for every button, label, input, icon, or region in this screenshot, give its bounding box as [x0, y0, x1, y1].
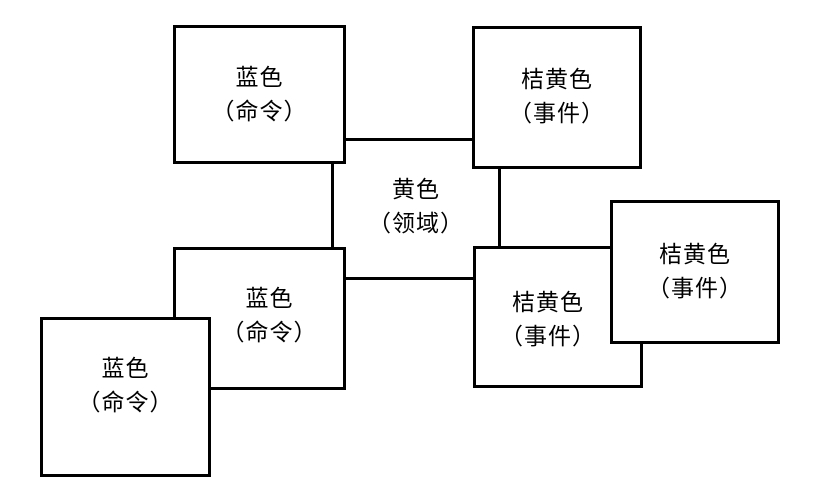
command-box-front-content: 蓝色 （命令） [78, 352, 174, 420]
command-title: 蓝色 [235, 64, 284, 91]
event-title: 桔黄色 [659, 242, 731, 268]
domain-title: 黄色 [392, 177, 440, 203]
event-subtitle: （事件） [647, 276, 743, 302]
event-box-top-content: 桔黄色 （事件） [509, 63, 605, 131]
command-box-front: 蓝色 （命令） [40, 317, 211, 477]
command-subtitle: （命令） [221, 319, 318, 346]
command-box-top: 蓝色 （命令） [173, 25, 346, 164]
event-box-front: 桔黄色 （事件） [610, 200, 780, 344]
command-box-top-content: 蓝色 （命令） [212, 61, 308, 129]
event-title: 桔黄色 [512, 290, 584, 316]
event-box-middle-content: 桔黄色 （事件） [500, 286, 596, 354]
event-title: 桔黄色 [521, 66, 593, 93]
command-box-middle-content: 蓝色 （命令） [222, 282, 318, 350]
event-subtitle: （事件） [509, 100, 605, 127]
command-subtitle: （命令） [211, 98, 308, 125]
event-subtitle: （事件） [500, 324, 596, 350]
domain-box-content: 黄色 （领域） [368, 173, 464, 241]
command-subtitle: （命令） [77, 390, 174, 416]
command-title: 蓝色 [101, 356, 150, 382]
event-box-top: 桔黄色 （事件） [472, 26, 642, 169]
domain-subtitle: （领域） [368, 211, 464, 237]
command-title: 蓝色 [245, 285, 294, 312]
event-box-front-content: 桔黄色 （事件） [647, 238, 743, 306]
